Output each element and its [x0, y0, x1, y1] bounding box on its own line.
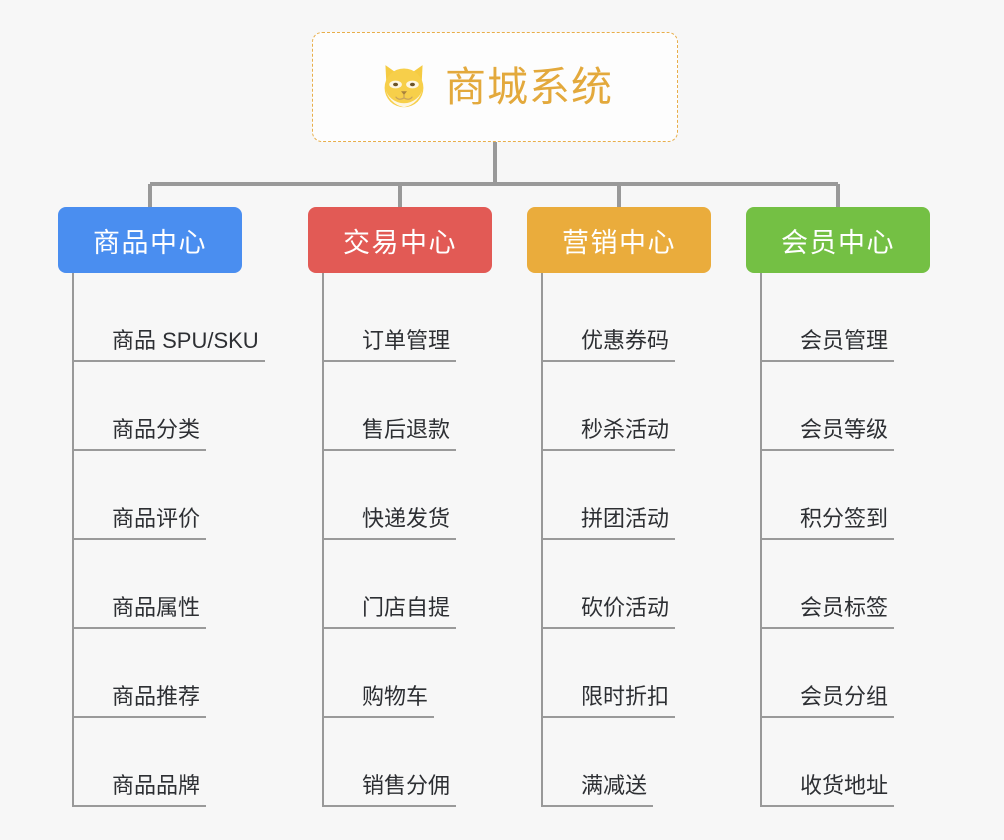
root-node[interactable]: 商城系统 — [312, 32, 678, 142]
branch-node-4[interactable]: 会员中心 — [746, 207, 930, 273]
leaf-label-4-2: 会员等级 — [762, 417, 895, 451]
leaf-item-2-4[interactable]: 门店自提 — [324, 540, 457, 629]
leaf-label-1-1: 商品 SPU/SKU — [74, 328, 265, 362]
branch-label-2: 交易中心 — [343, 227, 457, 258]
leaf-item-3-2[interactable]: 秒杀活动 — [543, 362, 676, 451]
leaf-spine-1 — [72, 273, 74, 807]
leaf-label-3-2: 秒杀活动 — [543, 417, 676, 451]
leaf-item-4-6[interactable]: 收货地址 — [762, 718, 895, 807]
leaf-label-4-4: 会员标签 — [762, 595, 895, 629]
leaf-label-2-3: 快递发货 — [324, 506, 457, 540]
leaf-label-4-5: 会员分组 — [762, 684, 895, 718]
leaf-item-2-5[interactable]: 购物车 — [324, 629, 435, 718]
leaf-item-4-4[interactable]: 会员标签 — [762, 540, 895, 629]
leaf-label-1-6: 商品品牌 — [74, 773, 207, 807]
leaf-item-2-2[interactable]: 售后退款 — [324, 362, 457, 451]
leaf-label-4-6: 收货地址 — [762, 773, 895, 807]
leaf-item-2-6[interactable]: 销售分佣 — [324, 718, 457, 807]
leaf-label-3-5: 限时折扣 — [543, 684, 676, 718]
leaf-label-2-2: 售后退款 — [324, 417, 457, 451]
leaf-label-3-6: 满减送 — [543, 773, 654, 807]
branch-label-1: 商品中心 — [93, 227, 207, 258]
leaf-spine-3 — [541, 273, 543, 807]
leaf-label-2-5: 购物车 — [324, 684, 435, 718]
leaf-item-2-1[interactable]: 订单管理 — [324, 273, 457, 362]
leaf-item-4-2[interactable]: 会员等级 — [762, 362, 895, 451]
leaf-item-4-3[interactable]: 积分签到 — [762, 451, 895, 540]
leaf-spine-4 — [760, 273, 762, 807]
leaf-label-2-4: 门店自提 — [324, 595, 457, 629]
leaf-item-1-2[interactable]: 商品分类 — [74, 362, 207, 451]
leaf-item-1-6[interactable]: 商品品牌 — [74, 718, 207, 807]
leaf-item-3-1[interactable]: 优惠券码 — [543, 273, 676, 362]
leaf-item-3-6[interactable]: 满减送 — [543, 718, 654, 807]
leaf-item-1-5[interactable]: 商品推荐 — [74, 629, 207, 718]
leaf-label-3-3: 拼团活动 — [543, 506, 676, 540]
shiba-dog-face-icon — [384, 65, 424, 108]
leaf-item-4-1[interactable]: 会员管理 — [762, 273, 895, 362]
leaf-item-1-4[interactable]: 商品属性 — [74, 540, 207, 629]
leaf-label-1-5: 商品推荐 — [74, 684, 207, 718]
leaf-item-2-3[interactable]: 快递发货 — [324, 451, 457, 540]
branch-node-3[interactable]: 营销中心 — [527, 207, 711, 273]
branch-label-4: 会员中心 — [781, 227, 895, 258]
branch-node-1[interactable]: 商品中心 — [58, 207, 242, 273]
leaf-item-1-1[interactable]: 商品 SPU/SKU — [74, 273, 265, 362]
leaf-item-3-4[interactable]: 砍价活动 — [543, 540, 676, 629]
branch-node-2[interactable]: 交易中心 — [308, 207, 492, 273]
leaf-label-2-1: 订单管理 — [324, 328, 457, 362]
leaf-label-3-4: 砍价活动 — [543, 595, 676, 629]
leaf-item-3-5[interactable]: 限时折扣 — [543, 629, 676, 718]
leaf-label-1-2: 商品分类 — [74, 417, 207, 451]
leaf-label-3-1: 优惠券码 — [543, 328, 676, 362]
branch-label-3: 营销中心 — [562, 227, 676, 258]
leaf-label-1-4: 商品属性 — [74, 595, 207, 629]
root-title: 商城系统 — [445, 63, 613, 110]
leaf-item-1-3[interactable]: 商品评价 — [74, 451, 207, 540]
leaf-label-4-3: 积分签到 — [762, 506, 895, 540]
leaf-label-2-6: 销售分佣 — [324, 773, 457, 807]
leaf-item-4-5[interactable]: 会员分组 — [762, 629, 895, 718]
leaf-spine-2 — [322, 273, 324, 807]
leaf-item-3-3[interactable]: 拼团活动 — [543, 451, 676, 540]
leaf-label-1-3: 商品评价 — [74, 506, 207, 540]
leaf-label-4-1: 会员管理 — [762, 328, 895, 362]
